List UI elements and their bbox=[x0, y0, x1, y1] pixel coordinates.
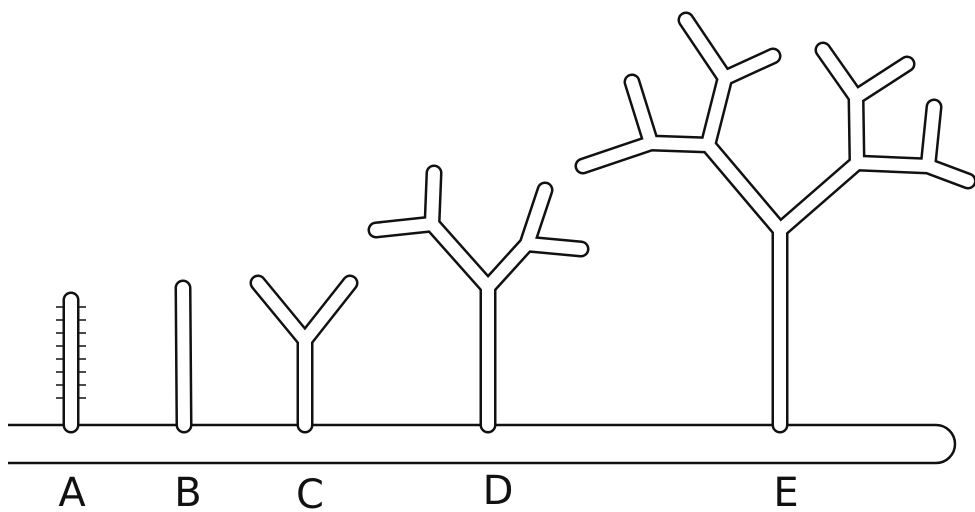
stage-label-d: D bbox=[483, 468, 514, 512]
stage-label-b: B bbox=[174, 470, 201, 512]
stage-e-shoot bbox=[574, 11, 975, 434]
stage-label-c: C bbox=[296, 472, 324, 512]
stage-d-shoot bbox=[367, 164, 590, 434]
base-stem bbox=[8, 423, 957, 465]
stage-b-shoot bbox=[174, 279, 193, 434]
stage-c-shoot bbox=[249, 274, 359, 434]
stage-a-shoot bbox=[56, 291, 86, 434]
stage-label-e: E bbox=[773, 470, 798, 512]
stage-label-a: A bbox=[58, 470, 86, 512]
stage-a-hairs bbox=[56, 306, 86, 399]
